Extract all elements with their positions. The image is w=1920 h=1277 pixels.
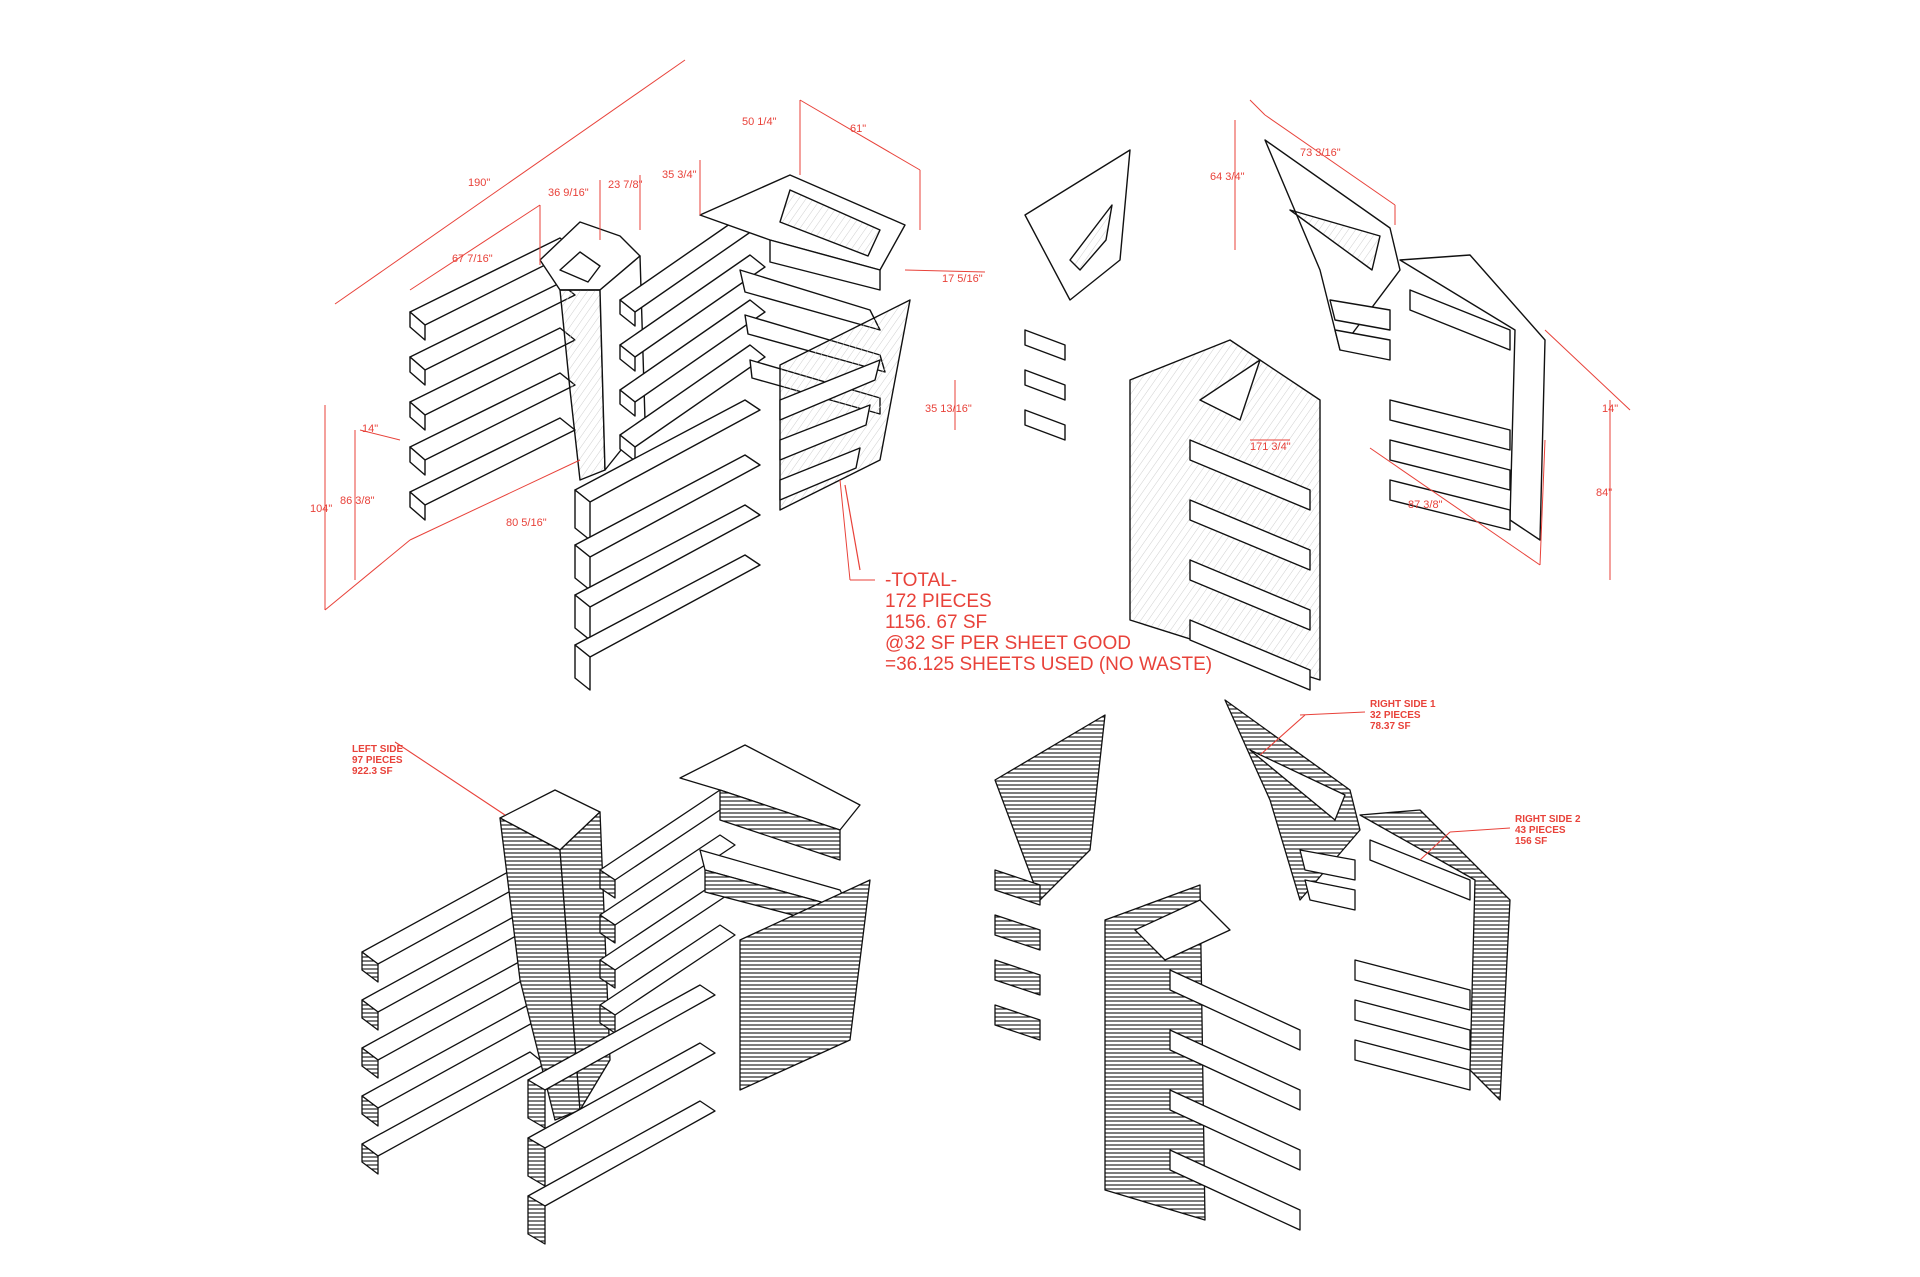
left-side-label: LEFT SIDE 97 PIECES 922.3 SF [352,744,403,777]
stacked-front-fins [527,984,716,1245]
left-side-area: 922.3 SF [352,766,393,777]
dim-104: 104" [310,503,332,515]
right-side-2-leader-line [1449,827,1511,833]
left-side-pieces: 97 PIECES [352,755,403,766]
right-side-1-leader-line [1299,711,1366,716]
right-side-1-area: 78.37 SF [1370,721,1411,732]
total-sheet-size: @32 SF PER SHEET GOOD [885,633,1131,654]
dim-190: 190" [468,177,490,189]
right-side-2-pieces: 43 PIECES [1515,825,1566,836]
right-side-1-outline [1024,149,1131,441]
right-side-2-area: 156 SF [1515,836,1547,847]
right-side-1-label: RIGHT SIDE 1 32 PIECES 78.37 SF [1370,699,1436,732]
dim-35-3-4: 35 3/4" [662,169,697,181]
bottom-right-stacked-model [994,699,1511,1231]
right-side-2-title: RIGHT SIDE 2 [1515,814,1581,825]
dimension-lines-right [1234,99,1631,580]
right-side-1-leader-diag [1259,714,1306,756]
central-column [539,221,646,481]
dim-23-7-8: 23 7/8" [608,179,643,191]
tall-panel [779,299,911,511]
left-side-title: LEFT SIDE [352,744,403,755]
dim-64-3-4: 64 3/4" [1210,171,1245,183]
dimension-lines-left [324,59,986,611]
total-sheets-used: =36.125 SHEETS USED (NO WASTE) [885,654,1212,675]
right-side-2-leader-diag [1419,831,1451,861]
right-side-1-pieces: 32 PIECES [1370,710,1421,721]
total-heading: -TOTAL- [885,570,957,591]
front-fins [574,399,761,691]
total-area: 1156. 67 SF [885,612,987,633]
left-side-leader-line [394,741,506,816]
left-fins [409,237,576,521]
dim-36-9-16: 36 9/16" [548,187,589,199]
right-side-1-separate [1264,139,1401,361]
right-main-panel [1129,339,1321,691]
dim-35-13-16: 35 13/16" [925,403,972,415]
dim-86-3-8: 86 3/8" [340,495,375,507]
middle-fins [619,209,766,462]
right-side-2-label: RIGHT SIDE 2 43 PIECES 156 SF [1515,814,1581,847]
dim-17-5-16: 17 5/16" [942,273,983,285]
dim-50-1-4: 50 1/4" [742,116,777,128]
dim-73-3-16: 73 3/16" [1300,147,1341,159]
dim-84: 84" [1596,487,1612,499]
dim-14-right: 14" [1602,403,1618,415]
dim-171-3-4: 171 3/4" [1250,441,1291,453]
stacked-column [499,789,611,1121]
dimension-labels-left: 190" 50 1/4" 61" 36 9/16" 23 7/8" 35 3/4… [310,116,983,529]
right-side-2-separate [1389,254,1546,541]
stacked-mid-fins [599,789,736,1034]
bottom-left-stacked-model [361,744,871,1245]
total-leader-line [844,484,861,571]
total-summary: -TOTAL- 172 PIECES 1156. 67 SF @32 SF PE… [885,570,1212,675]
total-pieces: 172 PIECES [885,591,992,612]
dim-87-3-8: 87 3/8" [1408,499,1443,511]
stacked-right-main [994,714,1301,1231]
dim-80-5-16: 80 5/16" [506,517,547,529]
dim-61: 61" [850,123,866,135]
top-right-model [1024,139,1546,691]
stacked-tall-panel [739,879,871,1091]
dim-67-7-16: 67 7/16" [452,253,493,265]
stacked-right-side-2 [1354,809,1511,1101]
stacked-left-fins [361,859,546,1175]
stacked-right-side-1 [1224,699,1361,911]
dimension-labels-right: 64 3/4" 73 3/16" 171 3/4" 87 3/8" 14" 84… [1210,147,1618,511]
dim-14-left: 14" [362,423,378,435]
right-side-1-title: RIGHT SIDE 1 [1370,699,1436,710]
top-left-model [409,174,911,691]
